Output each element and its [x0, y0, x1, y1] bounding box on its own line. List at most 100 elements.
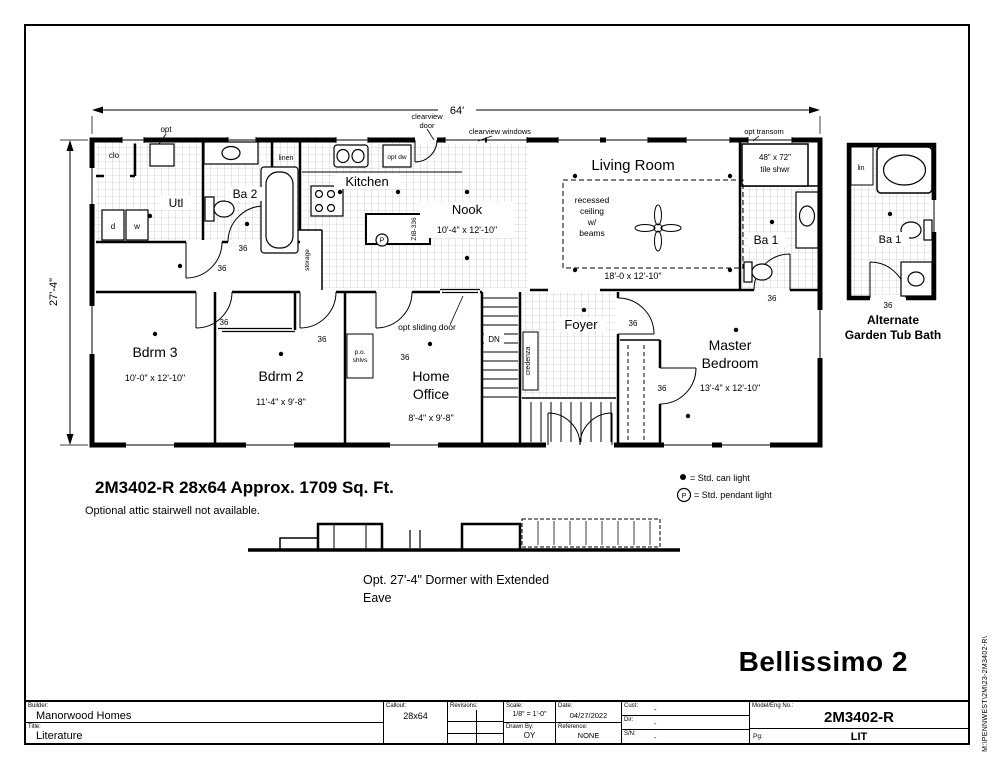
foyer-label: Foyer — [564, 317, 598, 332]
clearview-windows-label: clearview windows — [469, 127, 531, 136]
home-office-dim: 8'-4" x 9'-8" — [408, 413, 453, 423]
opt-sliding-door-label: opt sliding door — [398, 322, 456, 332]
label-backplates — [160, 174, 909, 344]
recessed-ceiling-outline — [562, 179, 744, 269]
lit-value: LIT — [850, 731, 868, 743]
fixtures — [101, 141, 933, 391]
dormer-caption-2: Eave — [363, 591, 392, 605]
door-size: 36 — [768, 294, 777, 303]
sn-value: - — [654, 733, 657, 742]
nook-dim: 10'-4" x 12'-10" — [437, 225, 497, 235]
pendant-legend-symbol: P — [682, 493, 687, 500]
callout-label: Callout: — [386, 703, 407, 709]
revisions-label: Revisions: — [450, 703, 478, 709]
opt-label: opt — [160, 125, 172, 134]
model-cell-divider — [750, 728, 968, 729]
po-shlvs-label-2: shlvs — [353, 357, 369, 364]
bath1-toilet-tank — [743, 261, 753, 283]
customer-cell: Cust: - Dir: - S/N: - — [622, 702, 750, 743]
drawn-by-value: OY — [523, 731, 536, 740]
alt-bath-caption-2: Garden Tub Bath — [845, 328, 941, 342]
door-size: 36 — [239, 244, 248, 253]
alt-bath1-label: Ba 1 — [879, 234, 902, 246]
leader-lines — [158, 128, 760, 326]
door-size: 36 — [658, 384, 667, 393]
opt-transom-label: opt transom — [744, 127, 784, 136]
revisions-divider — [475, 710, 477, 743]
po-shelves — [346, 333, 374, 379]
pendant-legend-text: = Std. pendant light — [694, 490, 772, 500]
width-dimension: 64' — [450, 105, 464, 117]
alt-sink — [907, 271, 925, 287]
dishwasher — [382, 144, 412, 168]
dir-label: Dir: — [624, 717, 634, 723]
room-labels: Living Room 18'-0 x 12'-10" Kitchen Nook… — [125, 157, 941, 423]
clearview-door-label-2: door — [419, 121, 435, 130]
ceiling-fan-icon — [634, 204, 682, 252]
bedroom3-dim: 10'-0" x 12'-10" — [125, 373, 185, 383]
annotations: opt clearview door clearview windows opt… — [109, 112, 865, 375]
shower-type-label: tile shwr — [760, 165, 790, 174]
door-size: 36 — [629, 319, 638, 328]
pendant-light-icon: P — [375, 233, 389, 247]
callout-value: 28x64 — [403, 711, 428, 721]
model-cell: Model/Eng No.: 2M3402-R Pg: LIT — [750, 702, 968, 743]
can-light-legend-icon — [680, 474, 686, 480]
recessed-label-2: ceiling — [580, 206, 604, 216]
storage-closet — [298, 230, 322, 290]
dir-value: - — [654, 719, 657, 728]
master-label-1: Master — [709, 337, 752, 353]
revisions-cell: Revisions: — [448, 702, 504, 743]
sheet-border — [24, 24, 970, 745]
po-shlvs-label-1: p.o. — [355, 349, 366, 356]
date-value: 04/27/2022 — [569, 711, 608, 720]
kitchen-label: Kitchen — [345, 174, 388, 189]
bath2-toilet-tank — [204, 196, 215, 222]
file-path-note: M:\PENNWEST\2M\23-2M3402-R\ — [982, 636, 989, 752]
door-size: 36 — [220, 318, 229, 327]
master-closet-shelves — [627, 345, 645, 440]
garden-tub-inner — [882, 154, 927, 186]
utility-label: Utl — [169, 196, 184, 210]
bedroom3-label: Bdrm 3 — [132, 344, 177, 360]
plan-note: Optional attic stairwell not available. — [85, 505, 260, 517]
optional-utility-sink — [149, 143, 175, 167]
bath1-toilet — [751, 263, 773, 281]
recessed-label-4: beams — [579, 228, 605, 238]
credenza — [522, 331, 539, 391]
builder-value: Manorwood Homes — [36, 710, 132, 722]
clearview-door-label-1: clearview — [411, 112, 443, 121]
model-title: Bellissimo 2 — [738, 646, 908, 677]
storage-label: storage — [304, 249, 311, 271]
cust-value: - — [654, 705, 657, 714]
dimension-lines — [60, 106, 821, 446]
dryer — [101, 209, 125, 241]
living-room-dim: 18'-0 x 12'-10" — [604, 271, 661, 281]
dryer-label: d — [111, 222, 115, 231]
can-light-icons — [147, 173, 893, 419]
stairs-dn-label: DN — [488, 335, 500, 344]
title-block: Builder: Manorwood Homes Title: Literatu… — [26, 700, 968, 743]
bath2-sink — [221, 145, 241, 161]
linen-label: linen — [279, 155, 294, 162]
alt-linen-closet — [850, 146, 874, 186]
model-number-label: Model/Eng No.: — [752, 703, 794, 709]
date-cell: Date: 04/27/2022 Reference: NONE — [556, 702, 622, 743]
pendant-legend-icon — [676, 487, 692, 503]
bath2-label: Ba 2 — [233, 187, 258, 201]
shower-size-label: 48" x 72" — [759, 153, 791, 162]
island-code-label: ZIB-336 — [411, 217, 418, 241]
washer — [125, 209, 149, 241]
builder-cell: Builder: Manorwood Homes Title: Literatu… — [26, 702, 384, 743]
range — [310, 185, 344, 217]
depth-dimension: 27'-4" — [48, 278, 60, 306]
scale-value: 1/8" = 1'-0" — [512, 711, 547, 718]
drawn-by-label: Drawn By: — [506, 724, 534, 730]
nook-label: Nook — [452, 202, 483, 217]
dormer-elevation — [248, 518, 680, 552]
alt-toilet-tank — [923, 219, 933, 241]
can-light-legend-text: = Std. can light — [690, 473, 750, 483]
bedroom2-dim: 11'-4" x 9'-8" — [256, 397, 306, 407]
